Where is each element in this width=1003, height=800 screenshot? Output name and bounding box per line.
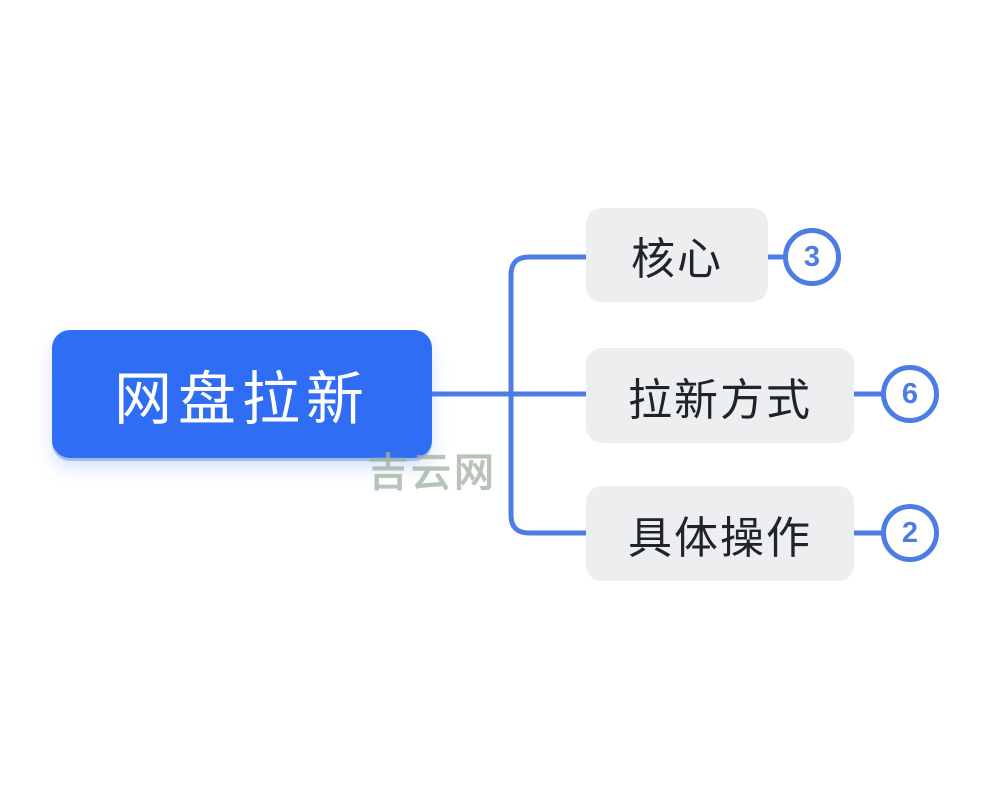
badge-count: 6 — [901, 377, 919, 410]
child-node-core[interactable]: 核心 — [586, 208, 768, 302]
root-node-label: 网盘拉新 — [113, 367, 370, 432]
root-node[interactable]: 网盘拉新 — [52, 330, 432, 458]
collapse-badge-methods[interactable]: 6 — [881, 365, 939, 423]
child-node-operations[interactable]: 具体操作 — [586, 486, 854, 581]
child-node-label: 核心 — [631, 235, 723, 284]
child-node-label: 具体操作 — [628, 513, 812, 563]
child-node-label: 拉新方式 — [628, 375, 812, 425]
collapse-badge-core[interactable]: 3 — [783, 228, 841, 286]
badge-count: 2 — [901, 516, 919, 549]
badge-count: 3 — [803, 240, 821, 273]
collapse-badge-operations[interactable]: 2 — [881, 504, 939, 562]
child-node-methods[interactable]: 拉新方式 — [586, 348, 854, 443]
connector-trunk-child-1-child-3 — [508, 254, 591, 536]
